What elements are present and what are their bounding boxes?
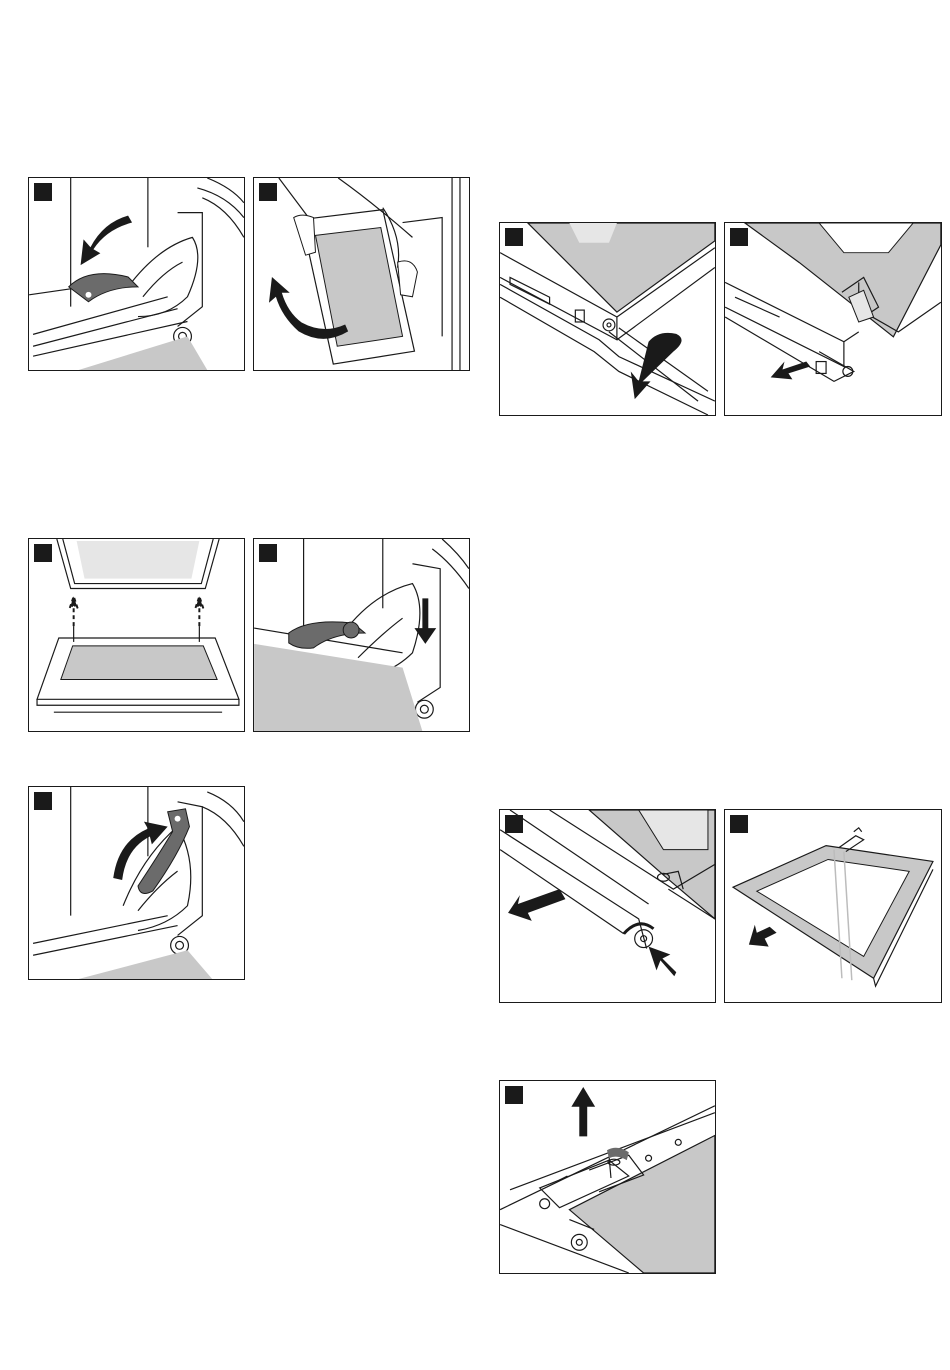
illustration-panel-trim-screw <box>499 222 716 416</box>
inner-glass-remove-icon <box>725 810 941 1002</box>
door-lift-off-icon <box>254 178 469 370</box>
hinge-slot-insert-icon <box>254 539 469 731</box>
illustration-panel-door-hooks <box>28 538 245 732</box>
illustration-panel-lift-door <box>253 177 470 371</box>
hinge-lever-fold-down-icon <box>29 178 244 370</box>
illustration-panel-trim-remove <box>724 222 942 416</box>
illustration-panel-hinge-insert <box>253 538 470 732</box>
door-trim-remove-icon <box>725 223 941 415</box>
door-trim-screw-icon <box>500 223 715 415</box>
door-rod-remove-icon <box>500 810 715 1002</box>
illustration-panel-glass-remove <box>724 809 942 1003</box>
illustration-panel-glass-clip <box>499 1080 716 1274</box>
illustration-panel-hinge-lever-up <box>28 786 245 980</box>
glass-clip-screw-icon <box>500 1081 715 1273</box>
hinge-lever-fold-up-icon <box>29 787 244 979</box>
illustration-panel-rod-remove <box>499 809 716 1003</box>
door-glass-hooks-icon <box>29 539 244 731</box>
illustration-panel-hinge-lever-down <box>28 177 245 371</box>
